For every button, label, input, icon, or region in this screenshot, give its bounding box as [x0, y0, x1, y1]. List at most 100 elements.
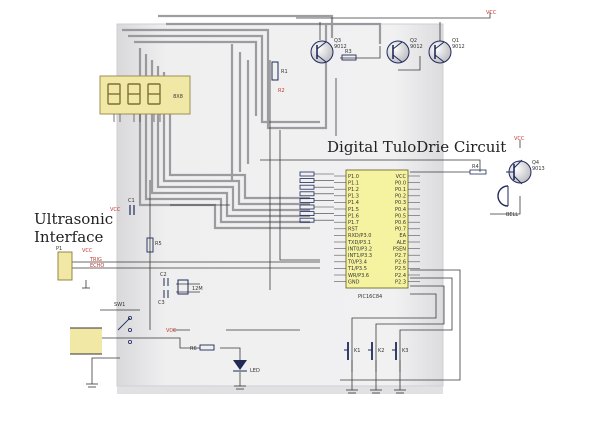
mcu-pin-label: P2.3 — [395, 279, 406, 285]
driver-transistor: VCC Q4 9013 R4 BELL — [469, 136, 545, 218]
mcu-pin-label: T0/P3.4 — [347, 260, 367, 266]
ultrasonic-connector: P1 TRIG ECHO — [56, 246, 104, 289]
resistor-base-q3: R3 — [341, 49, 357, 61]
mcu-pin-label: PSEN — [393, 246, 406, 252]
transistor-emitter — [316, 54, 327, 63]
key1-label: K1 — [354, 348, 360, 354]
mcu-pin-label: P2.5 — [395, 266, 406, 272]
mcu-pin-label: VCC — [396, 174, 407, 180]
transistor-ref: Q2 — [410, 38, 417, 44]
mcu-pin-label: P0.2 — [395, 194, 406, 200]
led-label: LED — [250, 368, 260, 374]
key3-label: K3 — [402, 348, 408, 354]
crystal-oscillator: 12M C2 C3 — [158, 272, 203, 306]
mcu-pin-label: P2.6 — [395, 260, 406, 266]
mcu-pin-label: GND — [348, 279, 360, 285]
mcu-pin-label: P0.4 — [395, 207, 406, 213]
mcu-pin-label: P1.3 — [348, 194, 359, 200]
transistor-collector — [316, 41, 327, 50]
vcc-label-interface: VCC — [82, 248, 93, 254]
display-label: 8X8 — [173, 94, 183, 100]
mcu-pin-label: P1.6 — [348, 213, 359, 219]
transistor-emitter — [434, 54, 445, 63]
resistor-r4-label: R4 — [472, 164, 479, 170]
q4-part: 9013 — [532, 166, 545, 172]
mcu-left-pins: P1.0P1.1P1.2P1.3P1.4P1.5P1.6P1.7RSTRXD/P… — [334, 174, 372, 285]
transistor-collector — [434, 41, 445, 50]
board-shadow — [117, 386, 443, 394]
resistor-r6-label: R6 — [190, 346, 197, 352]
key-3: K3 — [392, 342, 408, 360]
vcc-label-top: VCC — [486, 10, 497, 16]
capacitor-c3-label: C3 — [158, 300, 165, 306]
mcu-pin-label: P0.5 — [395, 213, 406, 219]
transistor-part: 9012 — [452, 44, 465, 50]
key-2: K2 — [368, 342, 384, 360]
mcu-right-pins: VCCP0.0P0.1P0.2P0.3P0.4P0.5P0.6P0.7EAALE… — [393, 174, 420, 285]
mcu-pin-label: P1.2 — [348, 187, 359, 193]
connector-label: P1 — [56, 246, 62, 252]
diagram-title: Digital TuloDrie Circuit — [327, 138, 507, 156]
capacitor-c2-label: C2 — [160, 272, 167, 278]
transistor-collector — [392, 41, 403, 50]
resistor-r5: R5 — [146, 237, 162, 253]
mcu-pin-label: P1.0 — [348, 174, 359, 180]
mcu-pin-label: EA — [399, 233, 406, 239]
resistor-r2-label: R2 — [278, 88, 285, 94]
transistor-body — [428, 40, 452, 64]
capacitor-c1: C1 — [128, 198, 135, 215]
resistor-r3-label: R3 — [345, 49, 352, 55]
crystal-label: 12M — [192, 286, 203, 292]
transistor-part: 9012 — [334, 44, 347, 50]
ultrasonic-label-line2: Interface — [34, 228, 104, 246]
mcu-pin-label: INT1/P3.3 — [348, 253, 372, 259]
mcu-pin-label: P0.6 — [395, 220, 406, 226]
mcu-pin-label: RST — [348, 227, 359, 233]
mcu-pin-label: RXD/P3.0 — [348, 233, 371, 239]
key-1: K1 — [344, 342, 360, 360]
push-buttons: K1 K2 K3 — [344, 342, 408, 360]
transistor-body — [386, 40, 410, 64]
q4-ref: Q4 — [532, 160, 539, 166]
mcu-pin-label: ALE — [397, 240, 406, 246]
transistor-body — [310, 40, 334, 64]
switch-label: SW1 — [114, 302, 125, 308]
echo-label: ECHO — [90, 263, 104, 269]
buzzer-label: BELL — [506, 212, 518, 218]
mcu-pin-label: INT0/P3.2 — [348, 246, 372, 252]
mcu-pin-label: P1.7 — [348, 220, 359, 226]
resistor-r5-label: R5 — [155, 241, 162, 247]
mcu-pin-label: TXD/P3.1 — [347, 240, 371, 246]
seven-segment-display: 8X8 — [99, 75, 191, 122]
resistor-array — [299, 171, 334, 223]
led-circuit: R6 LED — [190, 344, 260, 374]
mcu-pin-label: T1/P3.5 — [347, 266, 367, 272]
transistor-emitter — [392, 54, 403, 63]
mcu-pin-label: P2.4 — [395, 273, 406, 279]
trig-label: TRIG — [89, 257, 102, 263]
ultrasonic-label-line1: Ultrasonic — [34, 210, 114, 228]
ground-symbols — [86, 383, 406, 394]
transistor-ref: Q3 — [334, 38, 341, 44]
resistor-r1-label: R1 — [281, 69, 288, 75]
power-switch: SW1 — [70, 302, 132, 355]
mcu-pin-label: P0.7 — [395, 227, 406, 233]
transistor-part: 9012 — [410, 44, 423, 50]
mcu-pin-label: P0.3 — [395, 200, 406, 206]
transistor-ref: Q1 — [452, 38, 459, 44]
mcu-pin-label: P1.5 — [348, 207, 359, 213]
mcu-pin-label: P0.1 — [395, 187, 406, 193]
bus-wires — [122, 14, 382, 230]
vcc-label-left: VCC — [110, 207, 121, 213]
circuit-wires — [60, 12, 521, 390]
mcu-part-label: PIC16C84 — [358, 294, 382, 300]
mcu-pin-label: P2.7 — [395, 253, 406, 259]
vcc-label-led: VCC — [166, 328, 177, 334]
key2-label: K2 — [378, 348, 384, 354]
mcu-pin-label: P1.4 — [348, 200, 359, 206]
microcontroller: PIC16C84 P1.0P1.1P1.2P1.3P1.4P1.5P1.6P1.… — [334, 169, 420, 300]
